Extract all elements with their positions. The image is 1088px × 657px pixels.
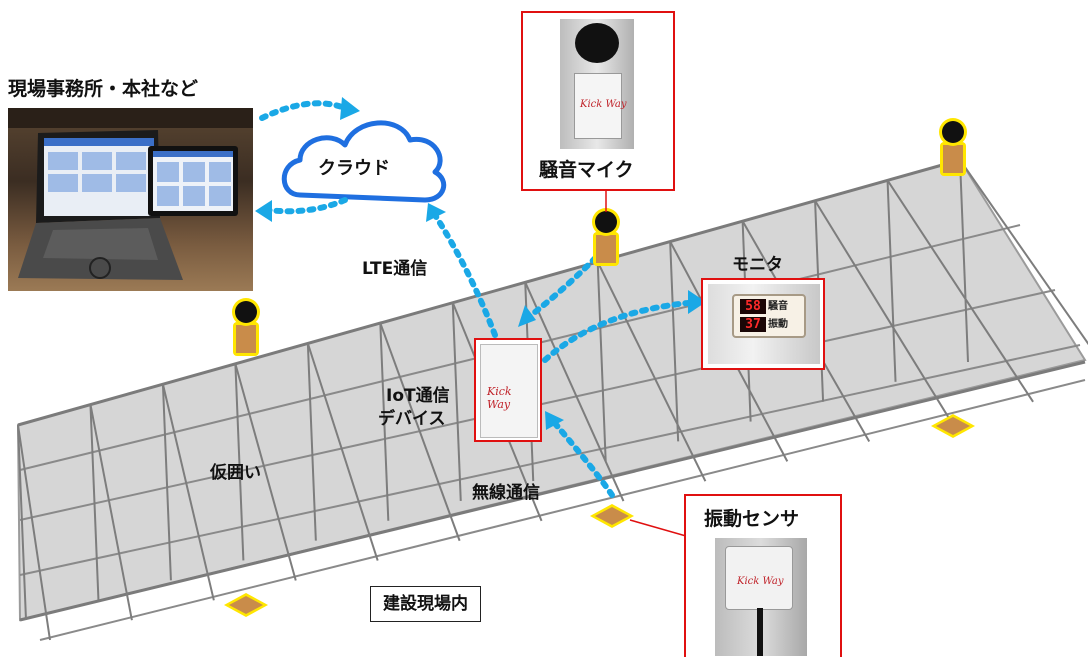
monitor-photo: 58 騒音 37 振動	[708, 284, 820, 364]
vibration-sensor-marker	[224, 593, 268, 617]
fence-brace	[959, 159, 1088, 346]
fence-brace	[379, 322, 461, 542]
fence-post	[596, 261, 607, 462]
noise-label: 騒音	[768, 301, 788, 312]
office-laptop-photo	[8, 108, 253, 291]
fence-brace	[886, 179, 1034, 403]
wireless-label: 無線通信	[472, 483, 540, 503]
vibration-sensor-cable	[757, 608, 763, 656]
microphone-body	[574, 73, 622, 139]
vibration-sensor-body	[725, 546, 793, 610]
office-label: 現場事務所・本社など	[8, 78, 199, 100]
vibration-sensor-label: 振動センサ	[704, 508, 800, 530]
microphone-head	[575, 23, 619, 63]
fence-post	[306, 343, 317, 541]
vibration-label: 振動	[768, 319, 788, 330]
fence-post	[89, 404, 100, 601]
vibration-sensor-marker	[931, 414, 975, 438]
cloud-label: クラウド	[318, 158, 390, 179]
fence-post	[451, 302, 462, 501]
lte-label: LTE通信	[362, 259, 428, 279]
fence-brace	[596, 261, 707, 482]
microphone-photo: Kick Way	[560, 19, 634, 149]
fence-brace	[17, 424, 51, 641]
noise-microphone-marker	[939, 118, 967, 176]
monitor-panel: 58 騒音 37 振動	[732, 294, 806, 338]
microphone-brand: Kick Way	[580, 99, 627, 110]
iot-label-line1: IoT通信	[386, 386, 450, 406]
fence-brace	[89, 404, 133, 621]
microphone-label: 騒音マイク	[539, 159, 634, 181]
iot-device-photo: Kick Way	[480, 344, 538, 438]
fence-brace	[814, 200, 953, 423]
cloud-shape	[281, 120, 447, 203]
iot-device-box: Kick Way	[474, 338, 542, 442]
vibration-value: 37	[740, 317, 766, 332]
fence-brace	[524, 281, 625, 502]
vibration-sensor-brand: Kick Way	[737, 576, 784, 587]
iot-device-brand: Kick Way	[487, 385, 512, 411]
laptop-tablet-illustration	[8, 108, 253, 280]
fence-post	[234, 363, 245, 561]
arrow-heads	[255, 97, 706, 430]
fence-post	[886, 180, 897, 382]
temporary-fence	[16, 158, 1088, 641]
site-label: 建設現場内	[370, 586, 481, 622]
vibration-sensor-box: 振動センサ Kick Way	[684, 494, 842, 657]
monitor-box: 58 騒音 37 振動	[701, 278, 825, 370]
fence-brace	[234, 363, 297, 581]
iot-label-line2: デバイス	[378, 409, 446, 429]
fence-post	[17, 424, 27, 621]
fence-post	[959, 159, 969, 363]
fence-post	[379, 323, 390, 521]
vibration-sensor-photo: Kick Way	[715, 538, 807, 656]
fence-post	[669, 241, 680, 442]
noise-value: 58	[740, 299, 766, 314]
fence-post	[161, 384, 172, 581]
fence-brace	[161, 384, 215, 601]
noise-microphone-marker	[232, 298, 260, 356]
monitor-label: モニタ	[732, 255, 783, 275]
fence-label: 仮囲い	[210, 463, 261, 483]
vibration-sensor-marker	[590, 504, 634, 528]
noise-microphone-marker	[592, 208, 620, 266]
microphone-box: Kick Way 騒音マイク	[521, 11, 675, 191]
fence-brace	[306, 343, 379, 561]
